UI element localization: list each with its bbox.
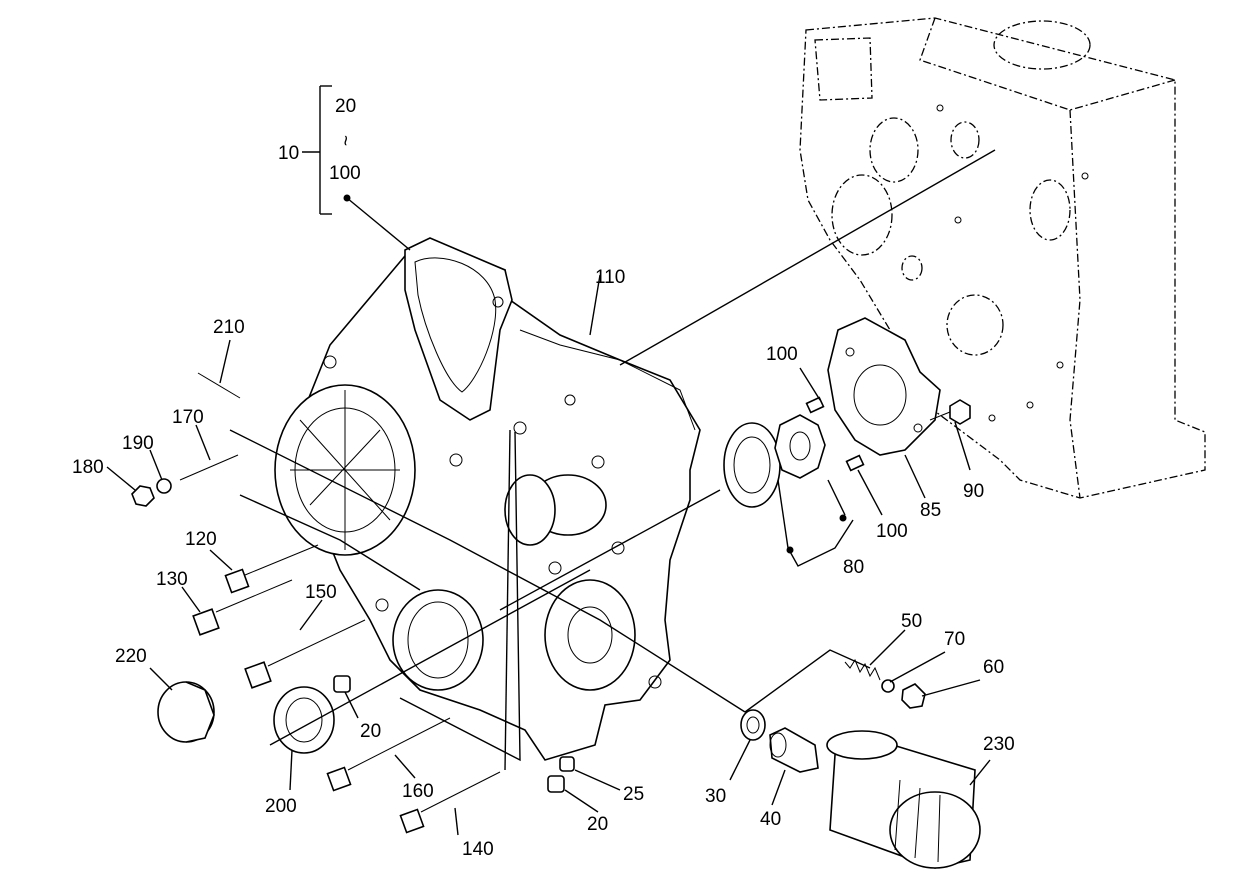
washer-30 bbox=[740, 709, 766, 741]
callout-180: 180 bbox=[72, 457, 104, 478]
callout-20a: 20 bbox=[360, 721, 381, 742]
timing-cover bbox=[274, 237, 701, 761]
callout-50: 50 bbox=[901, 611, 922, 632]
callout-160: 160 bbox=[402, 781, 434, 802]
callout-100a: 100 bbox=[766, 344, 798, 365]
bolt-90 bbox=[929, 399, 971, 425]
callout-200: 200 bbox=[265, 796, 297, 817]
callout-85: 85 bbox=[920, 500, 941, 521]
leader-lines bbox=[106, 85, 996, 836]
callout-230: 230 bbox=[983, 734, 1015, 755]
bolt-150 bbox=[244, 619, 366, 689]
bolt-120 bbox=[224, 544, 319, 594]
plug-20b bbox=[547, 775, 565, 793]
callout-170: 170 bbox=[172, 407, 204, 428]
pump-cover bbox=[827, 317, 941, 456]
cap-220 bbox=[157, 681, 215, 743]
seal-200 bbox=[273, 686, 335, 754]
relief-plug bbox=[901, 683, 926, 709]
relief-ball bbox=[881, 679, 895, 693]
relief-spring bbox=[844, 658, 881, 681]
callout-140: 140 bbox=[462, 839, 494, 860]
callout-10-range-start: 20 bbox=[335, 96, 356, 117]
callout-25: 25 bbox=[623, 784, 644, 805]
plug-20a bbox=[333, 675, 351, 693]
callout-210: 210 bbox=[213, 317, 245, 338]
callout-70: 70 bbox=[944, 629, 965, 650]
oil-pump-rotor bbox=[723, 422, 781, 508]
plug-25 bbox=[559, 756, 575, 772]
callout-10-range-end: 100 bbox=[329, 163, 361, 184]
callout-220: 220 bbox=[115, 646, 147, 667]
oil-fitting bbox=[769, 727, 819, 773]
washer-190 bbox=[156, 478, 172, 494]
callout-40: 40 bbox=[760, 809, 781, 830]
callout-110: 110 bbox=[595, 267, 625, 288]
callout-130: 130 bbox=[156, 569, 188, 590]
callout-80: 80 bbox=[843, 557, 864, 578]
callouts: 10 20 ~ 100 110 210 170 190 180 120 130 … bbox=[72, 96, 1015, 860]
callout-20b: 20 bbox=[587, 814, 608, 835]
bolt-160 bbox=[326, 717, 451, 792]
callout-100b: 100 bbox=[876, 521, 908, 542]
nut-180 bbox=[131, 485, 155, 507]
stud-170 bbox=[179, 454, 239, 481]
stud-210 bbox=[197, 372, 241, 399]
callout-150: 150 bbox=[305, 582, 337, 603]
bolt-130 bbox=[192, 579, 293, 636]
oil-pump-gear bbox=[774, 414, 826, 479]
pin-100a bbox=[805, 396, 825, 414]
callout-30: 30 bbox=[705, 786, 726, 807]
callout-90: 90 bbox=[963, 481, 984, 502]
callout-10-range-tilde: ~ bbox=[334, 135, 355, 146]
callout-10: 10 bbox=[278, 143, 299, 164]
pin-100b bbox=[845, 454, 865, 472]
callout-190: 190 bbox=[122, 433, 154, 454]
engine-block bbox=[799, 17, 1206, 499]
bolt-140 bbox=[399, 771, 501, 834]
oil-filter bbox=[826, 730, 981, 869]
callout-60: 60 bbox=[983, 657, 1004, 678]
callout-120: 120 bbox=[185, 529, 217, 550]
